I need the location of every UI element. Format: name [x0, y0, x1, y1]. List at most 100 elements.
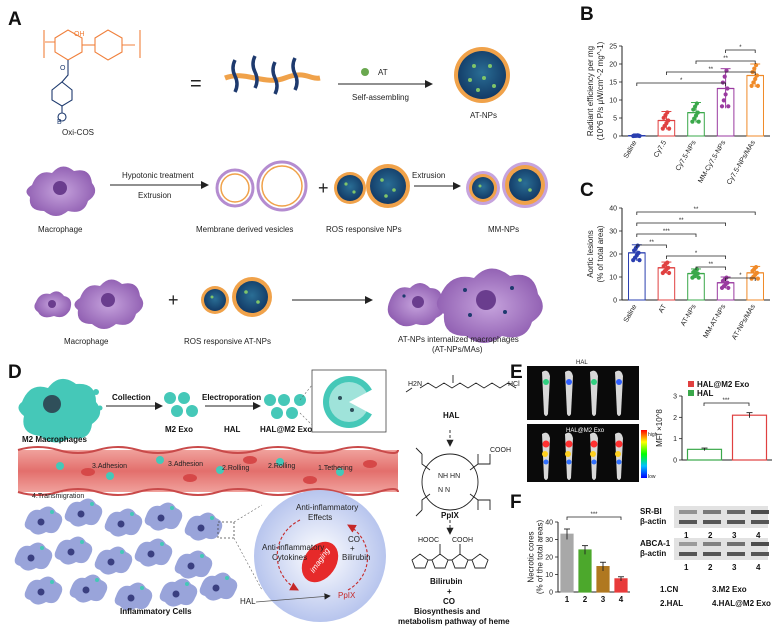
significance-label: ** [649, 240, 654, 246]
panel-label-a: A [8, 9, 22, 30]
x-tick-label: 4 [619, 595, 624, 604]
blot-band [751, 542, 769, 546]
x-tick-label: MM-Cy7.5-NPs [697, 139, 727, 184]
rolling-label-1: 2.Rolling [222, 465, 249, 472]
significance-label: * [695, 251, 698, 257]
abca1-label: ABCA-1 [640, 539, 671, 548]
y-axis-title: (10^6 P/s μW/cm^-2 mg^-1) [596, 41, 605, 140]
transmigration-label: 4.Transmigration [32, 493, 84, 500]
signal-spot [565, 440, 573, 448]
cell-nucleus [77, 510, 85, 518]
y-axis-title: (% of the total areas) [536, 520, 545, 595]
blot-band [727, 510, 745, 514]
blot-band [703, 520, 721, 524]
blot-bands [679, 510, 769, 556]
mechanism-circle [217, 490, 386, 622]
panel-a: OH O B Oxi-COS = AT Self-assembling AT-N… [26, 29, 548, 354]
data-point [754, 73, 760, 78]
signal-spot [591, 459, 597, 465]
signal-spot [616, 379, 622, 385]
plus-label-d: + [350, 544, 355, 553]
blot-band [751, 520, 769, 524]
self-assembling-label: Self-assembling [352, 93, 409, 102]
bar [731, 414, 768, 461]
chem-plus-label: + [447, 587, 452, 596]
x-tick-label: Cy7.5-NPs [675, 139, 698, 172]
lane-label-3b: 3 [732, 563, 737, 572]
panel-label-b: B [580, 4, 594, 25]
x-tick-label: AT [658, 303, 669, 314]
lane-label-1a: 1 [684, 531, 689, 540]
ros-nps-icon [334, 164, 410, 208]
significance-bracket [636, 211, 756, 215]
scale-low-label: low [648, 474, 656, 480]
x-tick-label: 2 [583, 595, 588, 604]
blot-band [727, 520, 745, 524]
exosome-dot [160, 542, 164, 546]
x-tick-label: 3 [601, 595, 606, 604]
legend-2: 2.HAL [660, 599, 683, 608]
y-tick-label: 30 [609, 229, 617, 236]
data-point [667, 270, 672, 276]
data-point [637, 257, 642, 263]
data-point [754, 63, 759, 68]
cell-nucleus [107, 558, 115, 566]
color-scale-bar [641, 430, 647, 478]
ros-at-nps-label: ROS responsive AT-NPs [184, 337, 271, 346]
signal-spot [542, 451, 548, 457]
hal-m2exo-label: HAL@M2 Exo [260, 425, 312, 434]
oxi-cos-structure [43, 29, 141, 122]
exosome-dot [90, 502, 94, 506]
cell-nucleus [37, 518, 45, 526]
hypotonic-label: Hypotonic treatment [122, 171, 194, 180]
y-tick-label: 0 [673, 458, 677, 465]
significance-label: * [680, 78, 683, 84]
ros-at-nps-icon [201, 277, 272, 317]
mm-nps-label: MM-NPs [488, 225, 519, 234]
x-tick-label: 1 [565, 595, 570, 604]
blot-band [751, 510, 769, 514]
at-drug-icon [361, 68, 369, 76]
cooh-label-2: COOH [452, 537, 473, 544]
data-point [666, 265, 671, 270]
data-point [637, 133, 642, 139]
significance-label: * [739, 45, 742, 51]
y-tick-label: 30 [545, 537, 553, 544]
y-tick-label: 40 [545, 520, 553, 527]
signal-spot [566, 379, 572, 385]
hooc-label: HOOC [418, 537, 439, 544]
legend-label-hal-m2exo: HAL@M2 Exo [697, 380, 749, 389]
y-tick-label: 10 [545, 572, 553, 579]
cooh-label-1: COOH [490, 447, 511, 454]
panel-e-images: HAL HAL@M2 Exo high low [527, 360, 658, 482]
cell-nucleus [37, 588, 45, 596]
blot-bottom [674, 538, 768, 560]
lane-label-4b: 4 [756, 563, 761, 572]
blot-top [674, 506, 768, 528]
exosome-dot [95, 578, 99, 582]
exosome-dot [130, 512, 134, 516]
exosome-dot [40, 546, 44, 550]
at-nps-icon [454, 47, 510, 103]
exosome-dot [210, 516, 214, 520]
anti-inflammatory-effects-2: Effects [308, 513, 332, 522]
data-point [665, 110, 670, 115]
adhesion-label-2: 3.Adhesion [168, 461, 203, 468]
srbi-label: SR-BI [640, 507, 662, 516]
significance-bracket [695, 266, 726, 270]
data-point [725, 280, 730, 285]
blot-band [751, 552, 769, 556]
ros-nps-label: ROS responsive NPs [326, 225, 402, 234]
hal-label-d: HAL [224, 425, 241, 434]
data-point [693, 104, 698, 109]
x-tick-label: Saline [623, 303, 639, 323]
significance-label: *** [590, 512, 598, 518]
signal-spot [565, 451, 571, 457]
y-tick-label: 3 [673, 394, 677, 401]
data-point [755, 83, 761, 88]
cell-nucleus [147, 550, 155, 558]
data-point [695, 110, 700, 115]
tethering-label: 1.Tethering [318, 465, 353, 472]
adhesion-label-1: 3.Adhesion [92, 463, 127, 470]
